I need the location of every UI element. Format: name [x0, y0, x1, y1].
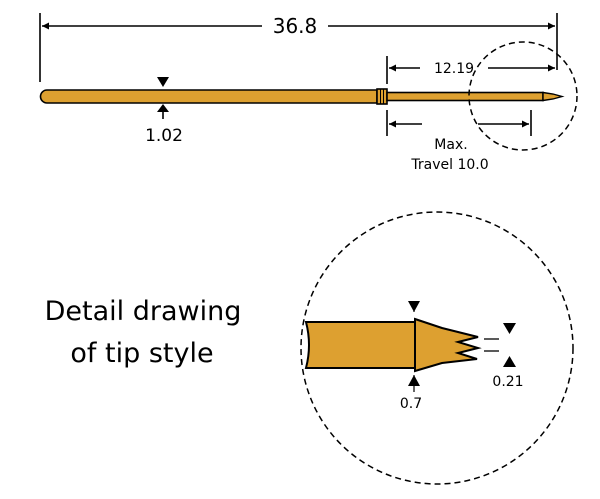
- tip-diameter-label: 0.7: [400, 396, 422, 412]
- plunger: [386, 91, 544, 102]
- plunger-length-label: 12.19: [434, 61, 474, 77]
- max-travel-dimension: Max. Travel 10.0: [386, 110, 532, 173]
- probe-body: [39, 88, 565, 105]
- tip-detail: [304, 317, 482, 373]
- tip-point-dimension: 0.21: [484, 323, 524, 390]
- plunger-length-dimension: 12.19: [386, 56, 555, 84]
- max-travel-label-line2: Travel 10.0: [410, 157, 488, 173]
- overall-length-label: 36.8: [273, 14, 318, 38]
- barrel-diameter-label: 1.02: [145, 126, 183, 146]
- tip-detail-crown: [414, 317, 482, 373]
- caption-line1: Detail drawing: [45, 296, 242, 327]
- tip-diameter-dimension: 0.7: [400, 301, 422, 412]
- detail-caption: Detail drawing of tip style: [45, 296, 242, 369]
- overall-length-dimension: 36.8: [39, 13, 558, 82]
- crimp-collar: [376, 88, 388, 105]
- barrel-diameter-dimension: 1.02: [145, 77, 183, 146]
- caption-line2: of tip style: [70, 338, 213, 369]
- max-travel-label-line1: Max.: [434, 137, 467, 153]
- detail-circle-large: [300, 211, 574, 485]
- tip-detail-shaft: [304, 321, 416, 369]
- tip-point-label: 0.21: [492, 374, 523, 390]
- barrel: [39, 89, 378, 104]
- detail-callout-circle-small: [468, 41, 578, 151]
- plunger-tip: [542, 91, 565, 102]
